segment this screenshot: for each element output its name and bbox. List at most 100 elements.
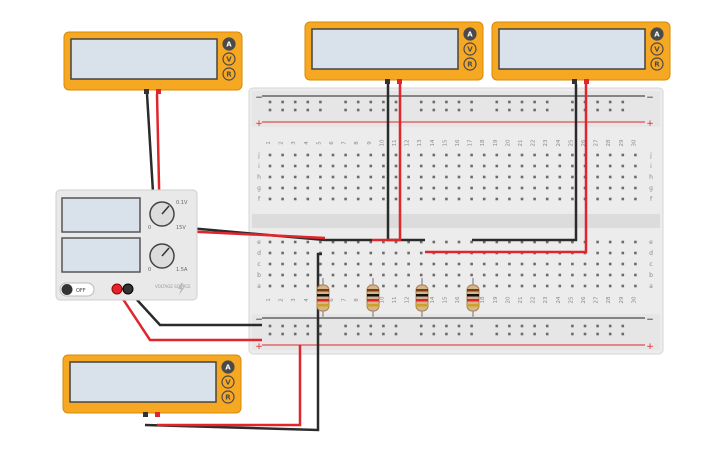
column-number: 30 — [631, 296, 637, 303]
column-number: 20 — [505, 296, 511, 303]
power-supply[interactable]: 0.1V 0 15V 0 1.5A OFF VOLTAGE SOURCE — [55, 189, 198, 301]
multimeter[interactable]: AVR — [63, 31, 243, 94]
column-number: 16 — [455, 296, 461, 303]
mode-button[interactable] — [222, 67, 236, 81]
row-letter: d — [257, 250, 261, 257]
column-number: 11 — [392, 297, 398, 304]
mode-button-label: V — [467, 46, 473, 54]
mode-button-label: A — [226, 41, 232, 49]
probe-port-black[interactable] — [385, 79, 390, 84]
probe-port-black[interactable] — [572, 79, 577, 84]
multimeter-display — [69, 361, 217, 403]
row-letter: j — [649, 152, 652, 159]
row-letter: e — [257, 239, 261, 246]
column-number: 10 — [379, 296, 385, 303]
mode-button[interactable] — [222, 37, 236, 51]
mode-button[interactable] — [221, 375, 235, 389]
column-number: 11 — [392, 140, 398, 147]
row-letter: e — [649, 239, 653, 246]
mode-button[interactable] — [650, 42, 664, 56]
column-number: 21 — [518, 297, 524, 304]
column-number: 22 — [531, 140, 537, 147]
column-number: 27 — [594, 139, 600, 146]
column-number: 6 — [329, 141, 335, 145]
mode-button[interactable] — [222, 52, 236, 66]
column-number: 28 — [606, 296, 612, 303]
multimeter[interactable]: AVR — [62, 354, 242, 417]
column-number: 20 — [505, 139, 511, 146]
column-number: 4 — [304, 298, 310, 302]
wire-red[interactable] — [157, 345, 302, 427]
mode-button[interactable] — [221, 390, 235, 404]
column-number: 2 — [279, 298, 285, 302]
power-toggle-knob — [61, 284, 73, 295]
mode-button[interactable] — [463, 57, 477, 71]
wire-red[interactable] — [425, 84, 588, 254]
resistor[interactable] — [366, 278, 380, 318]
wire-black[interactable] — [472, 84, 578, 242]
knob2-max: 1.5A — [176, 267, 188, 273]
rail-sign: − — [646, 93, 654, 103]
multimeter[interactable]: AVR — [304, 21, 484, 84]
probe-port-red[interactable] — [397, 79, 402, 84]
column-number: 29 — [619, 139, 625, 146]
row-letter: b — [257, 272, 261, 279]
mode-button[interactable] — [463, 27, 477, 41]
resistor[interactable] — [415, 278, 429, 318]
mode-button-label: A — [467, 31, 473, 39]
knob2-min: 0 — [148, 267, 151, 273]
column-number: 10 — [379, 139, 385, 146]
mode-button[interactable] — [463, 42, 477, 56]
multimeter[interactable]: AVR — [491, 21, 671, 84]
row-letter: b — [649, 272, 653, 279]
column-number: 8 — [354, 298, 360, 302]
column-number: 1 — [266, 298, 272, 302]
multimeter-display — [311, 28, 459, 70]
column-number: 3 — [291, 141, 297, 145]
breadboard[interactable]: 1122334455667788991010111112121313141415… — [248, 87, 664, 355]
probe-port-black[interactable] — [144, 89, 149, 94]
mode-button[interactable] — [650, 57, 664, 71]
wire-black[interactable] — [144, 252, 322, 432]
mode-button[interactable] — [650, 27, 664, 41]
mode-button-label: V — [226, 56, 232, 64]
column-number: 26 — [581, 139, 587, 146]
column-number: 23 — [543, 296, 549, 303]
row-letter: g — [257, 185, 261, 192]
rail-sign: + — [255, 119, 263, 129]
ps-positive-terminal[interactable] — [111, 283, 123, 295]
row-letter: a — [257, 283, 261, 290]
wire-black[interactable] — [145, 93, 372, 242]
multimeter-display — [498, 28, 646, 70]
lightning-bolt-icon — [178, 283, 184, 295]
row-letter: h — [649, 174, 653, 181]
column-number: 5 — [316, 141, 322, 145]
probe-port-red[interactable] — [584, 79, 589, 84]
wire-red[interactable] — [372, 84, 402, 242]
column-number: 2 — [279, 141, 285, 145]
resistor[interactable] — [316, 278, 330, 318]
ps-display-current — [61, 237, 141, 273]
knob1-min: 0 — [148, 225, 151, 231]
wire-red[interactable] — [115, 289, 262, 342]
column-number: 24 — [556, 139, 562, 146]
power-off-label: OFF — [76, 288, 86, 294]
column-number: 13 — [417, 139, 423, 146]
probe-port-red[interactable] — [156, 89, 161, 94]
resistor[interactable] — [466, 278, 480, 318]
mode-button-label: V — [225, 379, 231, 387]
column-number: 24 — [556, 296, 562, 303]
row-letter: d — [649, 250, 653, 257]
rail-sign: − — [255, 93, 263, 103]
ps-negative-terminal[interactable] — [122, 283, 134, 295]
row-letter: i — [258, 163, 260, 170]
row-letter: g — [649, 185, 653, 192]
column-number: 18 — [480, 139, 486, 146]
wire-black[interactable] — [127, 289, 262, 327]
column-number: 1 — [266, 141, 272, 145]
column-number: 8 — [354, 141, 360, 145]
row-letter: f — [258, 196, 261, 203]
mode-button[interactable] — [221, 360, 235, 374]
